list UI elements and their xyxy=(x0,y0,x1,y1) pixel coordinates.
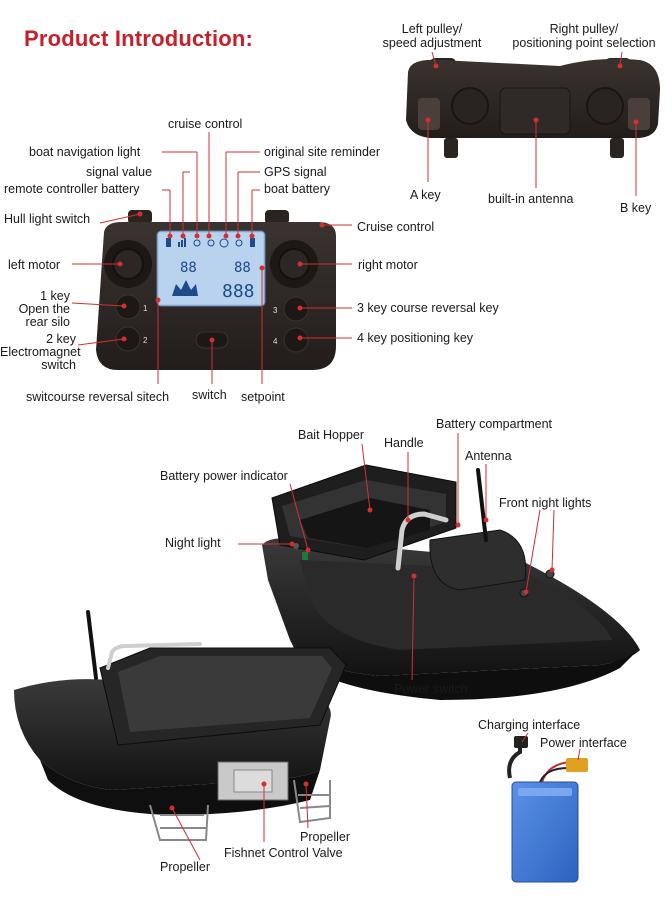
label-built-in-antenna: built-in antenna xyxy=(488,192,574,206)
boat-rear-image xyxy=(14,610,347,841)
pointer-lines xyxy=(71,51,637,861)
label-right-pulley: Right pulley/positioning point selection xyxy=(512,22,656,50)
controller-front-image xyxy=(96,210,336,370)
label-gps-signal: GPS signal xyxy=(264,165,327,179)
label-boat-navigation-light: boat navigation light xyxy=(29,145,141,159)
button-1-number: 1 xyxy=(143,304,148,313)
label-battery-compartment: Battery compartment xyxy=(436,417,553,431)
lcd-left-digits: 88 xyxy=(180,260,197,276)
label-cruise-control-top: cruise control xyxy=(168,117,243,131)
lcd-right-digits: 88 xyxy=(234,260,251,276)
label-b-key: B key xyxy=(620,201,652,215)
label-key-3: 3 key course reversal key xyxy=(357,301,499,315)
button-2-number: 2 xyxy=(143,336,148,345)
battery-image xyxy=(507,736,588,883)
lcd-big-digits: 888 xyxy=(222,281,255,302)
page-title: Product Introduction: xyxy=(24,26,254,51)
button-3-number: 3 xyxy=(273,306,278,315)
label-power-interface: Power interface xyxy=(540,736,627,750)
label-remote-controller-battery: remote controller battery xyxy=(4,182,140,196)
label-a-key: A key xyxy=(410,188,441,202)
label-battery-power-indicator: Battery power indicator xyxy=(160,469,288,483)
label-switch: switch xyxy=(192,388,227,402)
label-handle: Handle xyxy=(384,436,424,450)
label-left-pulley: Left pulley/speed adjustment xyxy=(382,22,482,50)
controller-back-image xyxy=(406,58,660,158)
label-boat-battery: boat battery xyxy=(264,182,331,196)
label-power-switch: Power switch xyxy=(394,682,468,696)
label-cruise-control-right: Cruise control xyxy=(357,220,435,234)
label-propeller-right: Propeller xyxy=(300,830,351,844)
boat-top-image xyxy=(262,464,640,700)
label-front-night-lights: Front night lights xyxy=(499,496,592,510)
label-antenna: Antenna xyxy=(465,449,512,463)
label-left-motor: left motor xyxy=(8,258,61,272)
label-propeller-left: Propeller xyxy=(160,860,211,874)
label-night-light: Night light xyxy=(165,536,221,550)
label-hull-light-switch: Hull light switch xyxy=(4,212,91,226)
label-setpoint: setpoint xyxy=(241,390,285,404)
label-bait-hopper: Bait Hopper xyxy=(298,428,365,442)
label-right-motor: right motor xyxy=(358,258,418,272)
label-fishnet-control-valve: Fishnet Control Valve xyxy=(224,846,343,860)
label-course-reversal-switch: switcourse reversal sitech xyxy=(26,390,170,404)
label-signal-value: signal value xyxy=(86,165,153,179)
label-key-4: 4 key positioning key xyxy=(357,331,474,345)
button-4-number: 4 xyxy=(273,337,278,346)
label-original-site-reminder: original site reminder xyxy=(264,145,381,159)
label-charging-interface: Charging interface xyxy=(478,718,581,732)
pointer-dots xyxy=(117,63,639,811)
